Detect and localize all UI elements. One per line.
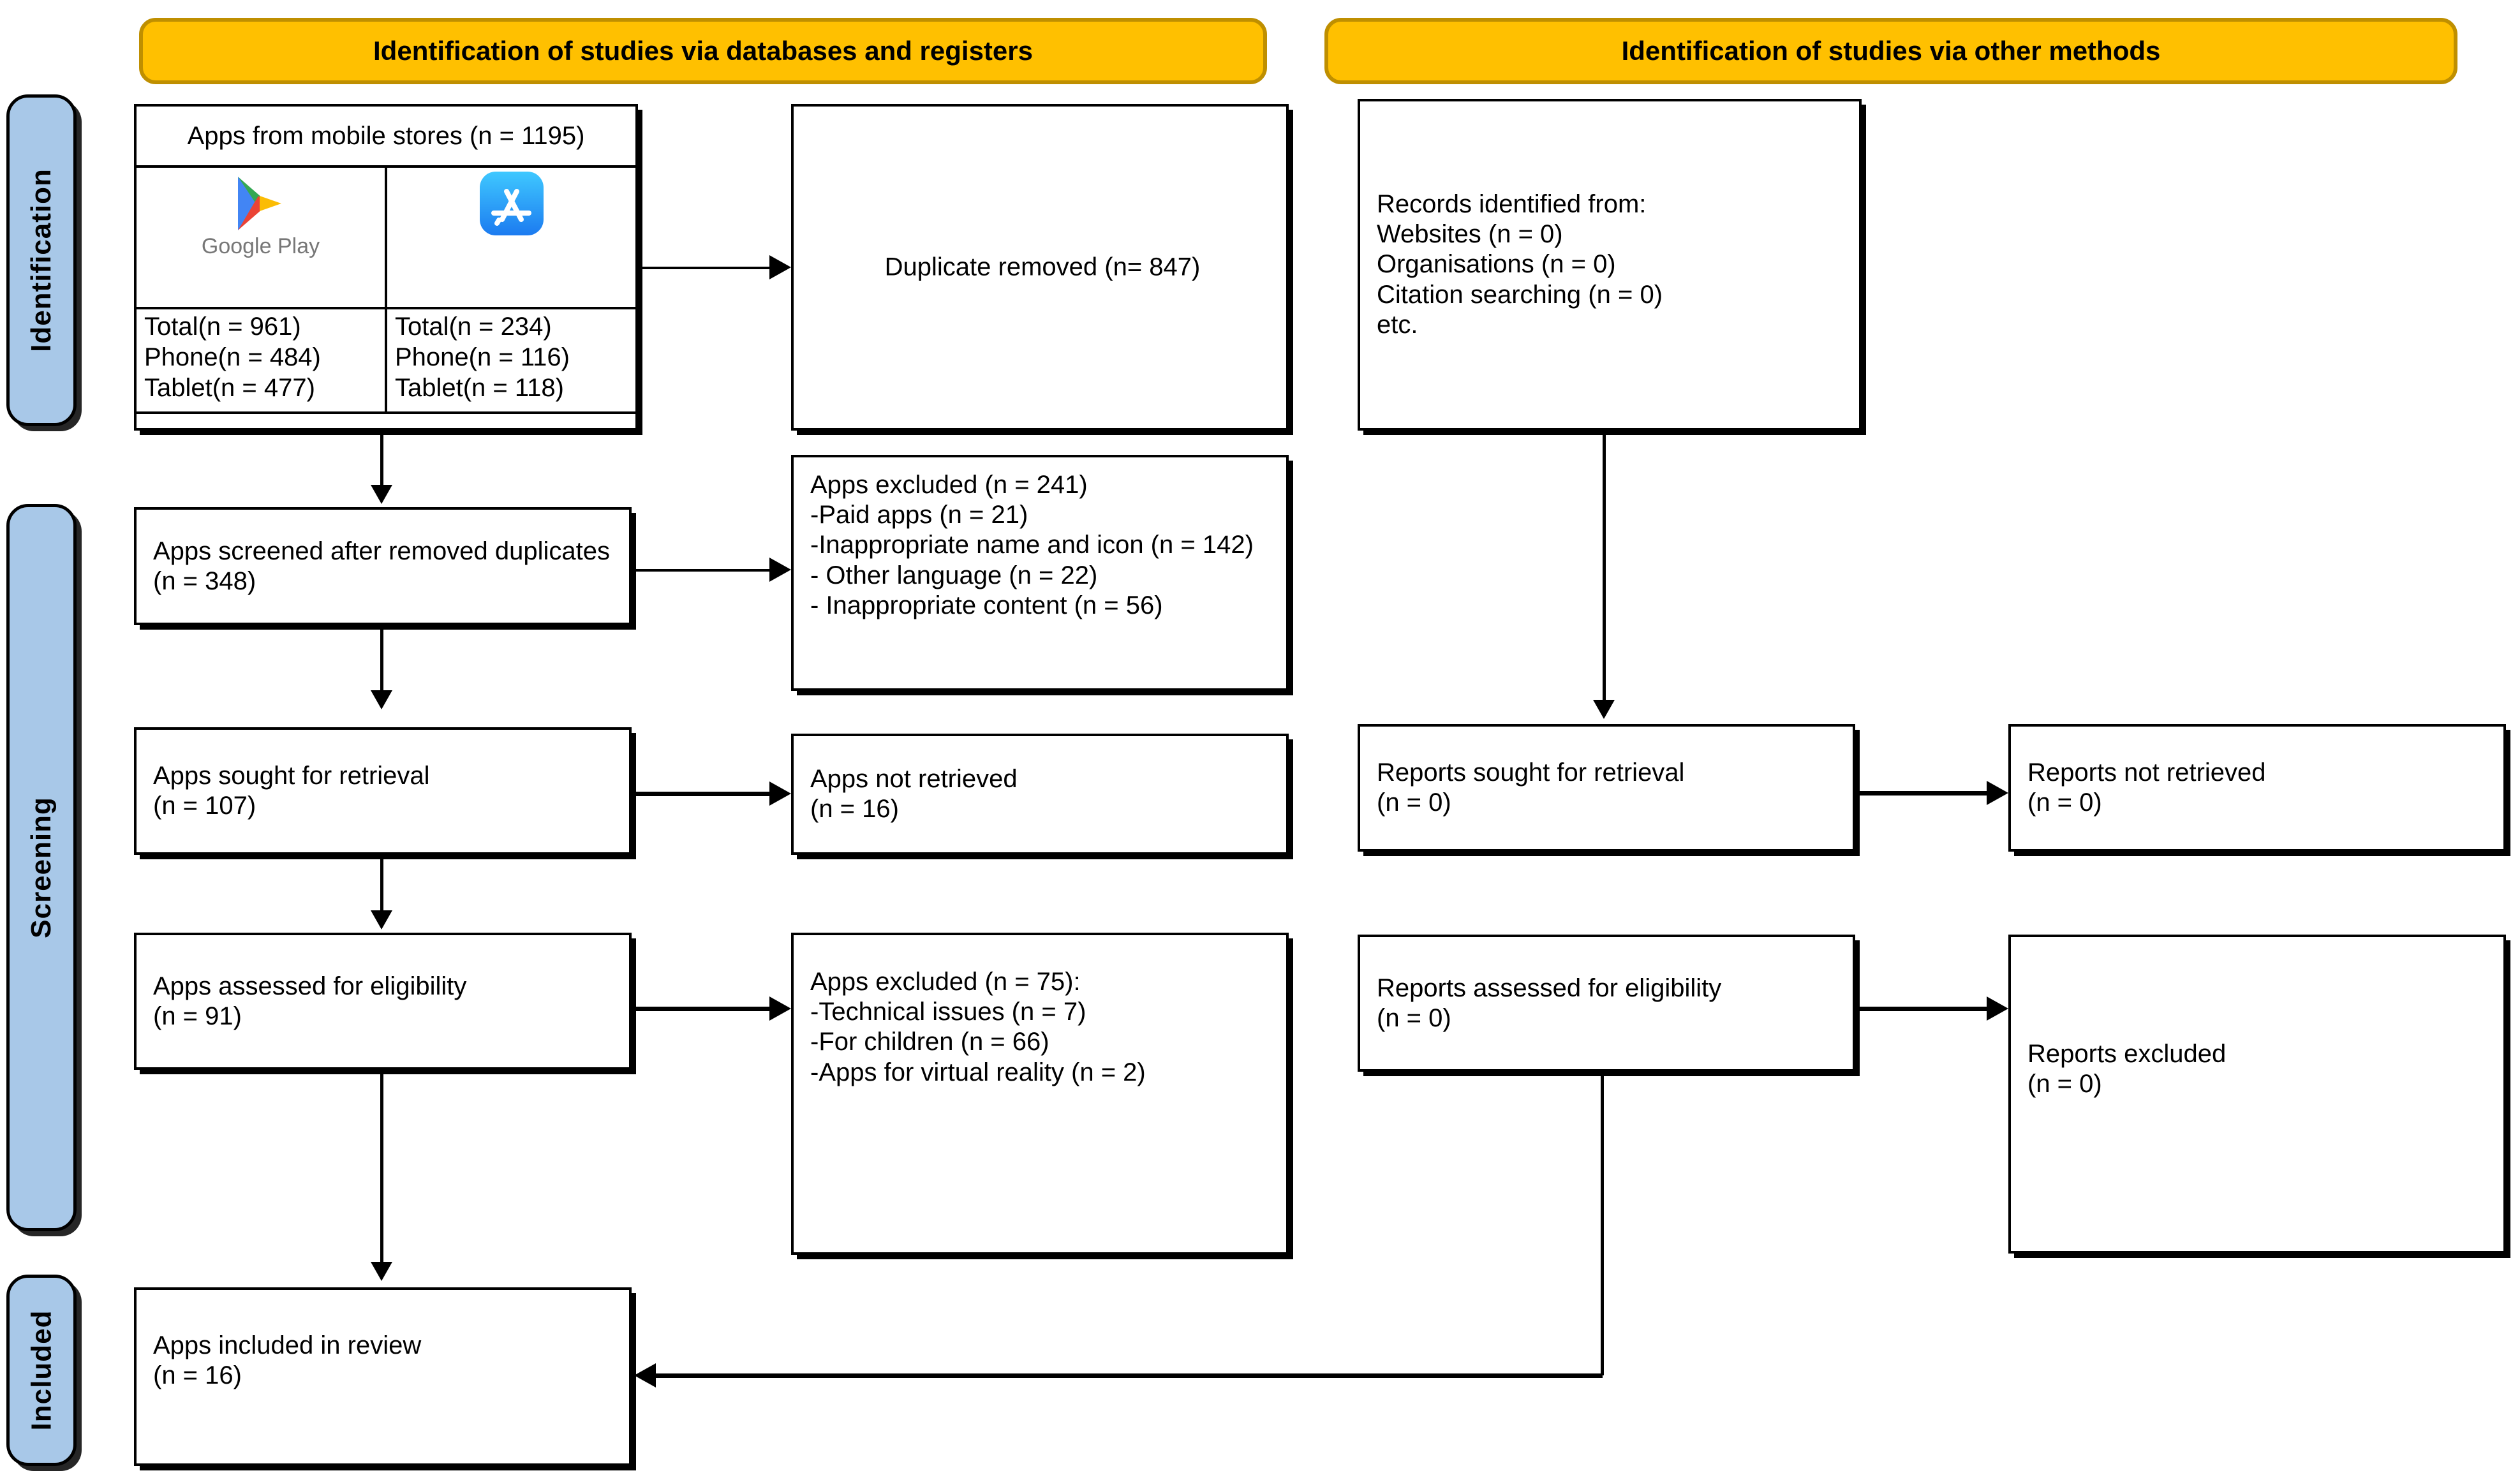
records-identified-from-box: Records identified from: Websites (n = 0… bbox=[1358, 99, 1862, 431]
connector-source-to-screened-line bbox=[380, 434, 383, 487]
connector-records-to-reports-sought-line bbox=[1603, 433, 1606, 700]
store-grid: Google Play bbox=[137, 168, 635, 309]
connector-reports-assessed-to-excluded-arrow bbox=[1987, 996, 2008, 1021]
connector-reports-sought-to-not-retrieved-arrow bbox=[1987, 781, 2008, 805]
apps-from-mobile-stores-box: Apps from mobile stores (n = 1195) Googl… bbox=[134, 104, 638, 431]
google-play-label: Google Play bbox=[201, 234, 320, 258]
store-numbers-grid: Total(n = 961) Phone(n = 484) Tablet(n =… bbox=[137, 309, 635, 414]
apps-excluded-241-box: Apps excluded (n = 241) -Paid apps (n = … bbox=[791, 455, 1289, 691]
google-play-icon bbox=[137, 168, 385, 239]
apps-not-retrieved-box: Apps not retrieved (n = 16) bbox=[791, 734, 1289, 855]
connector-assessed-to-excluded75-line bbox=[632, 1007, 771, 1011]
reports-not-retrieved-box: Reports not retrieved (n = 0) bbox=[2008, 724, 2506, 852]
connector-reports-assessed-to-included-vline bbox=[1601, 1076, 1604, 1375]
store-numbers-google-play: Total(n = 961) Phone(n = 484) Tablet(n =… bbox=[137, 309, 387, 411]
reports-sought-for-retrieval-box: Reports sought for retrieval (n = 0) bbox=[1358, 724, 1855, 852]
apps-sought-for-retrieval-box: Apps sought for retrieval (n = 107) bbox=[134, 727, 632, 855]
apps-sought-for-retrieval-text: Apps sought for retrieval (n = 107) bbox=[153, 761, 430, 820]
reports-excluded-box: Reports excluded (n = 0) bbox=[2008, 935, 2506, 1254]
banner-other-methods: Identification of studies via other meth… bbox=[1324, 18, 2457, 84]
connector-source-to-duplicates-line bbox=[638, 267, 771, 269]
connector-reports-assessed-to-excluded-line bbox=[1855, 1007, 1988, 1011]
phase-label-identification: Identification bbox=[6, 94, 77, 426]
apps-screened-box: Apps screened after removed duplicates (… bbox=[134, 507, 632, 625]
duplicate-removed-box: Duplicate removed (n= 847) bbox=[791, 104, 1289, 431]
apps-not-retrieved-text: Apps not retrieved (n = 16) bbox=[810, 764, 1018, 823]
reports-excluded-text: Reports excluded (n = 0) bbox=[2027, 1040, 2227, 1099]
connector-reports-sought-to-not-retrieved-line bbox=[1855, 791, 1988, 796]
connector-screened-to-sought-arrow bbox=[371, 690, 392, 709]
connector-sought-to-not-retrieved-arrow bbox=[769, 781, 791, 806]
banner-databases-and-registers: Identification of studies via databases … bbox=[139, 18, 1267, 84]
phase-label-included-text: Included bbox=[26, 1310, 57, 1431]
duplicate-removed-text: Duplicate removed (n= 847) bbox=[884, 253, 1201, 281]
phase-label-screening: Screening bbox=[6, 504, 77, 1231]
reports-assessed-for-eligibility-box: Reports assessed for eligibility (n = 0) bbox=[1358, 935, 1855, 1072]
reports-sought-for-retrieval-text: Reports sought for retrieval (n = 0) bbox=[1377, 758, 1685, 817]
banner-other-methods-label: Identification of studies via other meth… bbox=[1621, 36, 2161, 66]
connector-screened-to-sought-line bbox=[380, 628, 383, 692]
apps-excluded-75-text: Apps excluded (n = 75): -Technical issue… bbox=[810, 968, 1146, 1086]
connector-records-to-reports-sought-arrow bbox=[1593, 700, 1615, 719]
connector-source-to-screened-arrow bbox=[371, 485, 392, 504]
app-store-total: Total(n = 234) bbox=[395, 313, 552, 341]
app-store-tablet: Tablet(n = 118) bbox=[395, 374, 564, 402]
connector-screened-to-excluded-line bbox=[632, 569, 771, 572]
connector-source-to-duplicates-arrow bbox=[769, 255, 791, 279]
store-table-footer-row bbox=[137, 414, 635, 428]
app-store-phone: Phone(n = 116) bbox=[395, 343, 570, 371]
connector-reports-assessed-to-included-arrow bbox=[634, 1363, 656, 1388]
reports-not-retrieved-text: Reports not retrieved (n = 0) bbox=[2027, 758, 2266, 817]
store-cell-google-play: Google Play bbox=[137, 168, 387, 307]
apps-included-in-review-box: Apps included in review (n = 16) bbox=[134, 1287, 632, 1466]
apps-assessed-for-eligibility-text: Apps assessed for eligibility (n = 91) bbox=[153, 972, 467, 1030]
apps-excluded-241-text: Apps excluded (n = 241) -Paid apps (n = … bbox=[810, 471, 1254, 619]
connector-screened-to-excluded-arrow bbox=[769, 558, 791, 582]
phase-label-identification-text: Identification bbox=[26, 168, 57, 352]
connector-assessed-to-excluded75-arrow bbox=[769, 996, 791, 1021]
app-store-icon bbox=[387, 168, 635, 239]
connector-assessed-to-included-arrow bbox=[371, 1262, 392, 1281]
apps-excluded-75-box: Apps excluded (n = 75): -Technical issue… bbox=[791, 933, 1289, 1255]
apps-assessed-for-eligibility-box: Apps assessed for eligibility (n = 91) bbox=[134, 933, 632, 1070]
phase-label-screening-text: Screening bbox=[26, 797, 57, 938]
reports-assessed-for-eligibility-text: Reports assessed for eligibility (n = 0) bbox=[1377, 973, 1722, 1032]
connector-sought-to-assessed-arrow bbox=[371, 910, 392, 929]
apps-included-in-review-text: Apps included in review (n = 16) bbox=[153, 1331, 422, 1390]
google-play-tablet: Tablet(n = 477) bbox=[144, 374, 315, 402]
store-numbers-app-store: Total(n = 234) Phone(n = 116) Tablet(n =… bbox=[387, 309, 635, 411]
connector-reports-assessed-to-included-hline bbox=[656, 1373, 1603, 1378]
google-play-phone: Phone(n = 484) bbox=[144, 343, 321, 371]
connector-sought-to-assessed-line bbox=[380, 858, 383, 912]
apps-screened-text: Apps screened after removed duplicates (… bbox=[153, 536, 610, 595]
connector-sought-to-not-retrieved-line bbox=[632, 792, 771, 796]
banner-databases-label: Identification of studies via databases … bbox=[373, 36, 1033, 66]
google-play-total: Total(n = 961) bbox=[144, 313, 301, 341]
phase-label-included: Included bbox=[6, 1275, 77, 1466]
store-cell-app-store bbox=[387, 168, 635, 307]
records-identified-from-text: Records identified from: Websites (n = 0… bbox=[1377, 190, 1663, 339]
connector-assessed-to-included-line bbox=[380, 1073, 383, 1264]
apps-from-mobile-stores-title: Apps from mobile stores (n = 1195) bbox=[137, 107, 635, 168]
